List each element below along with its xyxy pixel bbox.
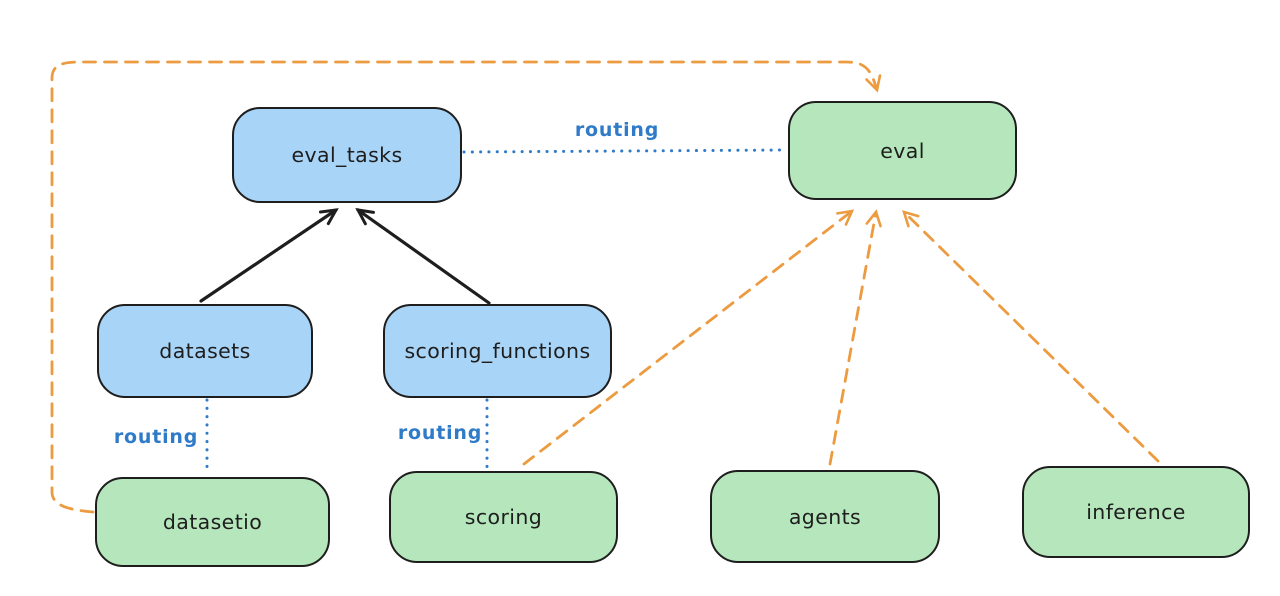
edge-agents-eval: [828, 209, 882, 466]
node-scoring-functions-label: scoring_functions: [404, 339, 591, 363]
edge-label-routing-left: routing: [113, 426, 199, 448]
node-datasets: datasets: [97, 304, 313, 398]
node-inference: inference: [1022, 466, 1250, 558]
edge-label-routing-top: routing: [574, 119, 660, 141]
node-scoring-functions: scoring_functions: [383, 304, 612, 398]
node-inference-label: inference: [1086, 500, 1186, 524]
node-eval-label: eval: [880, 138, 925, 163]
edge-datasetio-eval: [50, 60, 882, 514]
node-eval-tasks: eval_tasks: [232, 107, 462, 203]
node-scoring-label: scoring: [464, 505, 543, 529]
node-datasetio: datasetio: [95, 477, 330, 567]
node-datasetio-label: datasetio: [162, 510, 263, 534]
node-scoring: scoring: [389, 471, 618, 563]
edge-inference-eval: [902, 210, 1160, 463]
node-agents-label: agents: [788, 504, 862, 529]
edge-label-routing-mid: routing: [397, 422, 483, 444]
node-eval-tasks-label: eval_tasks: [291, 143, 403, 167]
edge-scoring-functions-eval-tasks: [355, 208, 491, 305]
node-datasets-label: datasets: [159, 339, 251, 363]
node-eval: eval: [788, 101, 1017, 200]
edge-scoring-eval: [522, 209, 855, 466]
edge-eval-tasks-eval: [462, 148, 788, 154]
edge-datasets-eval-tasks: [199, 208, 339, 303]
node-agents: agents: [710, 470, 940, 563]
